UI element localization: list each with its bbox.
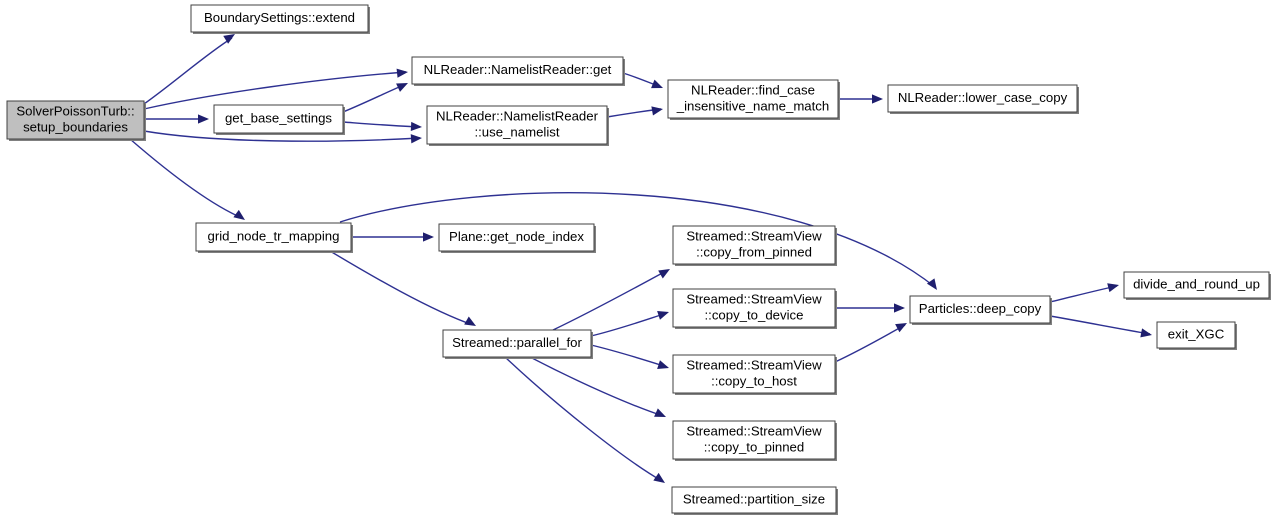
- graph-node-setup_boundaries[interactable]: SolverPoissonTurb::setup_boundaries: [6, 100, 146, 141]
- edges-layer: [129, 34, 1152, 483]
- edge-line: [529, 356, 664, 417]
- graph-node-divide_and_round_up[interactable]: divide_and_round_up: [1123, 271, 1271, 300]
- edge-streamed_parallel_for-to-streamed_partition_size: [504, 356, 665, 483]
- node-box[interactable]: [909, 295, 1051, 324]
- arrowhead-icon: [198, 114, 209, 124]
- arrowhead-icon: [894, 303, 905, 313]
- arrowhead-icon: [926, 278, 937, 290]
- edge-line: [590, 344, 668, 368]
- graph-node-use_namelist[interactable]: NLReader::NamelistReader::use_namelist: [426, 105, 609, 146]
- edge-particles_deep_copy-to-exit_xgc: [1049, 315, 1152, 338]
- node-box[interactable]: [671, 486, 837, 514]
- arrowhead-icon: [651, 79, 663, 89]
- edge-setup_boundaries-to-namelistreader_get: [143, 68, 408, 110]
- arrowhead-icon: [1107, 283, 1119, 293]
- arrowhead-icon: [423, 232, 434, 242]
- edge-line: [143, 130, 421, 142]
- arrowhead-icon: [396, 83, 408, 92]
- graph-node-particles_deep_copy[interactable]: Particles::deep_copy: [909, 295, 1052, 325]
- arrowhead-icon: [657, 360, 669, 369]
- edge-line: [1049, 315, 1151, 335]
- node-box[interactable]: [438, 223, 595, 252]
- edge-streamed_parallel_for-to-copy_to_host: [590, 344, 669, 369]
- edge-line: [1049, 285, 1118, 303]
- node-box[interactable]: [426, 105, 608, 145]
- edge-copy_to_host-to-particles_deep_copy: [834, 323, 907, 363]
- graph-node-streamed_parallel_for[interactable]: Streamed::parallel_for: [442, 329, 593, 359]
- node-box[interactable]: [1123, 271, 1270, 299]
- edge-particles_deep_copy-to-divide_and_round_up: [1049, 283, 1119, 303]
- graph-node-streamed_partition_size[interactable]: Streamed::partition_size: [671, 486, 838, 515]
- arrowhead-icon: [464, 316, 476, 326]
- arrowhead-icon: [651, 106, 663, 116]
- arrowhead-icon: [654, 408, 666, 417]
- edge-streamed_parallel_for-to-copy_from_pinned: [552, 269, 670, 331]
- edge-line: [143, 37, 233, 105]
- graph-node-copy_to_host[interactable]: Streamed::StreamView::copy_to_host: [672, 354, 837, 395]
- arrowhead-icon: [410, 121, 422, 132]
- node-box[interactable]: [672, 354, 836, 394]
- node-box[interactable]: [195, 222, 352, 252]
- edge-line: [552, 269, 669, 331]
- graph-node-copy_to_pinned[interactable]: Streamed::StreamView::copy_to_pinned: [672, 420, 837, 461]
- node-box[interactable]: [1156, 321, 1236, 349]
- edge-copy_to_device-to-particles_deep_copy: [835, 303, 905, 313]
- node-box[interactable]: [667, 79, 839, 119]
- edge-line: [834, 324, 906, 363]
- node-box[interactable]: [442, 329, 592, 358]
- graph-node-copy_from_pinned[interactable]: Streamed::StreamView::copy_from_pinned: [672, 225, 837, 266]
- graph-node-lower_case_copy[interactable]: NLReader::lower_case_copy: [887, 84, 1079, 114]
- graph-node-namelistreader_get[interactable]: NLReader::NamelistReader::get: [411, 56, 625, 86]
- arrowhead-icon: [653, 472, 665, 483]
- edge-grid_node_tr_mapping-to-streamed_parallel_for: [329, 250, 476, 326]
- edge-line: [329, 250, 474, 326]
- edge-setup_boundaries-to-boundarysettings_extend: [143, 34, 235, 105]
- arrowhead-icon: [872, 94, 883, 104]
- edge-setup_boundaries-to-grid_node_tr_mapping: [129, 138, 245, 220]
- edge-streamed_parallel_for-to-copy_to_device: [590, 311, 669, 337]
- edge-line: [342, 83, 407, 113]
- edge-line: [143, 71, 407, 110]
- graph-node-find_case_insensitive_name_match[interactable]: NLReader::find_case_insensitive_name_mat…: [667, 79, 840, 120]
- node-box[interactable]: [672, 225, 836, 265]
- edge-get_base_settings-to-use_namelist: [342, 121, 422, 132]
- node-box[interactable]: [213, 104, 344, 134]
- edge-setup_boundaries-to-get_base_settings: [144, 114, 209, 124]
- edge-line: [339, 192, 936, 288]
- edge-line: [342, 121, 421, 128]
- edge-setup_boundaries-to-use_namelist: [143, 130, 422, 144]
- graph-node-plane_get_node_index[interactable]: Plane::get_node_index: [438, 223, 596, 253]
- graph-node-exit_xgc[interactable]: exit_XGC: [1156, 321, 1237, 350]
- edge-line: [590, 312, 668, 337]
- arrowhead-icon: [233, 209, 245, 220]
- node-box[interactable]: [887, 84, 1078, 113]
- graph-node-boundarysettings_extend[interactable]: BoundarySettings::extend: [190, 4, 370, 34]
- edge-namelistreader_get-to-find_case_insensitive_name_match: [622, 72, 663, 89]
- arrowhead-icon: [657, 311, 669, 320]
- edge-find_case_insensitive_name_match-to-lower_case_copy: [838, 94, 883, 104]
- node-box[interactable]: [411, 56, 624, 85]
- arrowhead-icon: [223, 34, 235, 44]
- edge-line: [129, 138, 243, 219]
- node-box[interactable]: [190, 4, 369, 33]
- edge-grid_node_tr_mapping-to-plane_get_node_index: [351, 232, 434, 242]
- graph-node-get_base_settings[interactable]: get_base_settings: [213, 104, 345, 135]
- node-box[interactable]: [672, 420, 836, 460]
- graph-node-grid_node_tr_mapping[interactable]: grid_node_tr_mapping: [195, 222, 353, 253]
- nodes-layer: SolverPoissonTurb::setup_boundaries Bound…: [6, 4, 1271, 515]
- arrowhead-icon: [895, 323, 907, 333]
- edge-get_base_settings-to-namelistreader_get: [342, 83, 408, 113]
- arrowhead-icon: [396, 68, 408, 78]
- arrowhead-icon: [658, 269, 670, 279]
- arrowhead-icon: [1140, 328, 1152, 338]
- node-box[interactable]: [672, 288, 836, 328]
- edge-grid_node_tr_mapping-to-particles_deep_copy: [339, 192, 937, 290]
- graph-node-copy_to_device[interactable]: Streamed::StreamView::copy_to_device: [672, 288, 837, 329]
- edge-use_namelist-to-find_case_insensitive_name_match: [606, 106, 663, 118]
- edge-streamed_parallel_for-to-copy_to_pinned: [529, 356, 666, 417]
- edge-line: [504, 356, 663, 482]
- node-box[interactable]: [6, 100, 145, 140]
- arrowhead-icon: [410, 134, 422, 144]
